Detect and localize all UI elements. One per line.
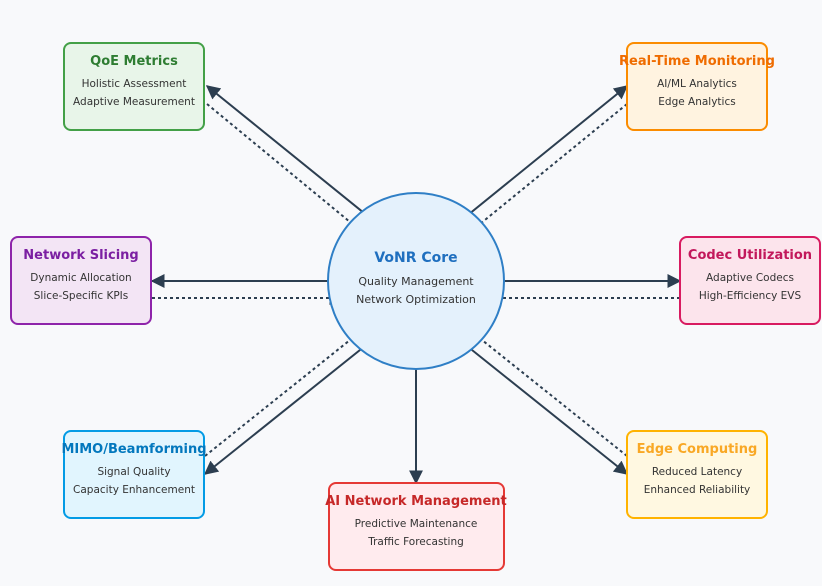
node-mimo-box (63, 430, 205, 519)
node-mimo-line-1: Signal Quality (97, 466, 170, 478)
node-monitoring: Real-Time Monitoring AI/ML Analytics Edg… (619, 42, 775, 131)
node-codec: Codec Utilization Adaptive Codecs High-E… (679, 236, 821, 325)
node-codec-title: Codec Utilization (688, 248, 812, 263)
core-line-2: Network Optimization (356, 293, 476, 306)
node-slicing-line-2: Slice-Specific KPIs (34, 290, 129, 302)
node-ai: AI Network Management Predictive Mainten… (325, 482, 507, 571)
node-ai-line-2: Traffic Forecasting (367, 536, 464, 548)
node-codec-line-2: High-Efficiency EVS (699, 290, 802, 302)
connector-core-to-qoe (205, 85, 391, 235)
connector-core-to-monitoring (441, 85, 629, 237)
node-ai-line-1: Predictive Maintenance (355, 518, 478, 530)
node-qoe-box (63, 42, 205, 131)
node-ai-title: AI Network Management (325, 494, 507, 509)
node-slicing-title: Network Slicing (23, 248, 138, 263)
core-circle (327, 192, 505, 370)
node-edge-line-1: Reduced Latency (652, 466, 742, 478)
node-ai-box (328, 482, 505, 571)
connector-core-to-mimo (203, 325, 391, 475)
node-monitoring-title: Real-Time Monitoring (619, 54, 775, 69)
node-monitoring-box (626, 42, 768, 131)
node-edge-line-2: Enhanced Reliability (644, 484, 751, 496)
node-codec-box (679, 236, 821, 325)
node-qoe-title: QoE Metrics (90, 54, 178, 69)
node-mimo-line-2: Capacity Enhancement (73, 484, 195, 496)
node-slicing: Network Slicing Dynamic Allocation Slice… (10, 236, 152, 325)
node-edge-title: Edge Computing (637, 442, 758, 457)
node-codec-line-1: Adaptive Codecs (706, 272, 794, 284)
node-qoe-line-2: Adaptive Measurement (73, 96, 195, 108)
node-edge-box (626, 430, 768, 519)
core-line-1: Quality Management (358, 275, 474, 288)
core-title: VoNR Core (374, 250, 457, 266)
node-monitoring-line-1: AI/ML Analytics (657, 78, 737, 90)
node-mimo-title: MIMO/Beamforming (61, 442, 206, 457)
node-monitoring-line-2: Edge Analytics (658, 96, 735, 108)
node-qoe: QoE Metrics Holistic Assessment Adaptive… (63, 42, 205, 131)
node-slicing-box (10, 236, 152, 325)
node-edge: Edge Computing Reduced Latency Enhanced … (626, 430, 768, 519)
connector-core-to-edge (441, 325, 629, 475)
core-node: VoNR Core Quality Management Network Opt… (327, 192, 505, 370)
node-slicing-line-1: Dynamic Allocation (30, 272, 131, 284)
node-qoe-line-1: Holistic Assessment (82, 78, 187, 90)
node-mimo: MIMO/Beamforming Signal Quality Capacity… (61, 430, 207, 519)
